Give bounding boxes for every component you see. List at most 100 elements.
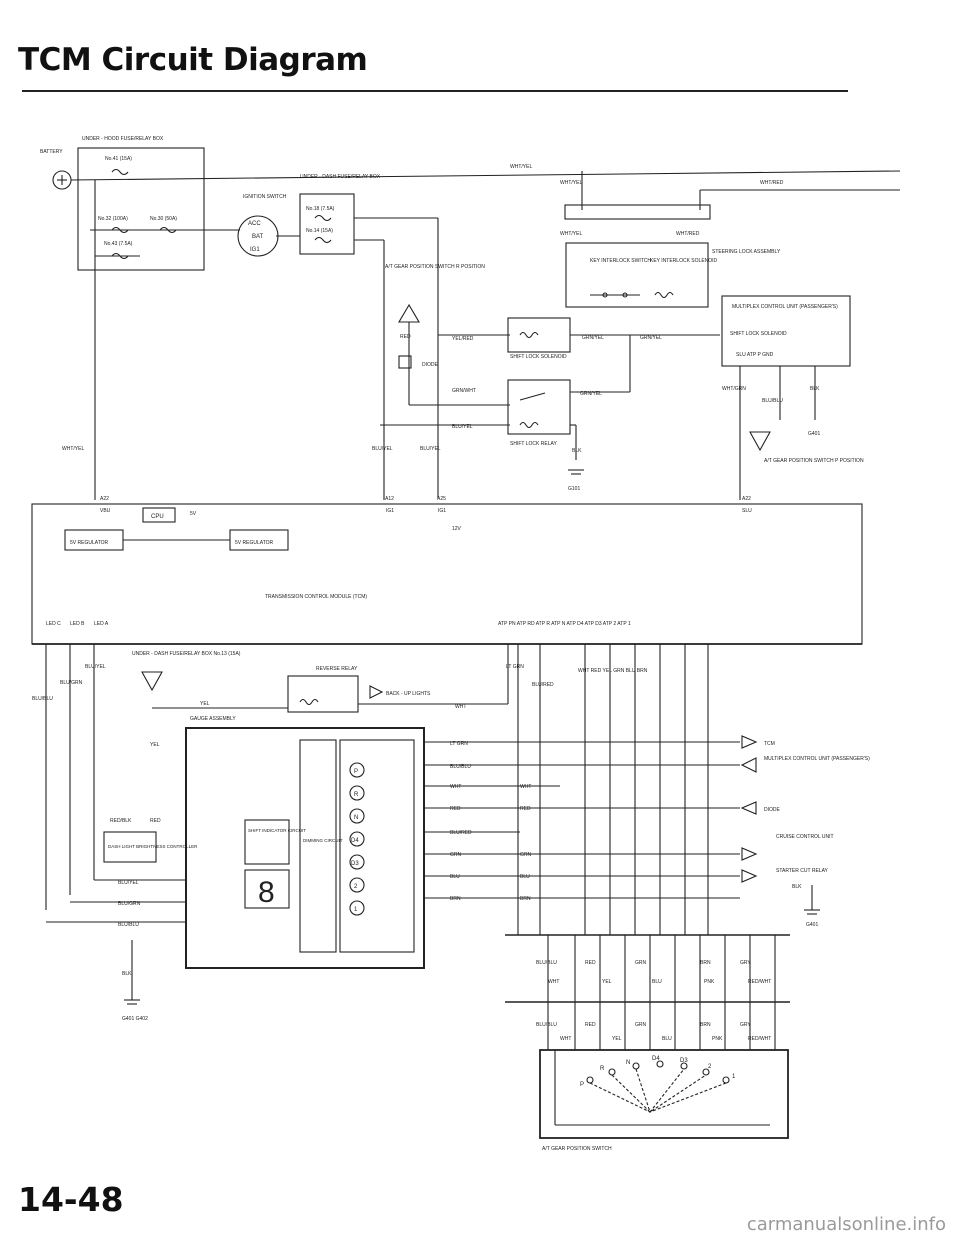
shift-indicator-circuit — [244, 819, 290, 865]
ign-ig1: IG1 — [250, 247, 260, 253]
shift-indicator-label: SHIFT INDICATOR CIRCUIT — [248, 828, 306, 833]
blk-label-1: BLK — [572, 448, 582, 454]
c2-gry: GRY — [740, 1022, 751, 1028]
indicator-lamps — [349, 762, 365, 916]
shift-lock-relay — [507, 379, 571, 435]
wht-grn-label: WHT/GRN — [722, 386, 746, 392]
backup-lights-label: BACK - UP LIGHTS — [386, 691, 431, 697]
gauge-wires — [424, 741, 740, 899]
c-red: RED — [585, 960, 596, 966]
at-gear-p-label: A/T GEAR POSITION SWITCH P POSITION — [764, 458, 864, 464]
c2-grn: GRN — [635, 1022, 647, 1028]
blu-yel-4: BLU/YEL — [85, 664, 106, 670]
multiplex-label: MULTIPLEX CONTROL UNIT (PASSENGER'S) — [732, 304, 838, 310]
under-hood-fuse-box — [77, 147, 205, 271]
wht-label-3: WHT — [520, 784, 531, 790]
ignition-switch-label: IGNITION SWITCH — [243, 194, 287, 200]
slu-label: SLU — [742, 508, 752, 514]
under-hood-box-label: UNDER - HOOD FUSE/RELAY BOX — [82, 136, 164, 142]
twelve-v-label: 12V — [452, 526, 462, 532]
c-yel: YEL — [602, 979, 612, 985]
atp-vertical-wires — [517, 644, 709, 935]
dimming-circuit — [299, 739, 337, 953]
gauge-assembly — [185, 727, 425, 969]
wire-wht-yel-top: WHT/YEL — [510, 164, 532, 170]
wht-yel-left: WHT/YEL — [62, 446, 84, 452]
c2-blu: BLU — [662, 1036, 672, 1042]
c-wht: WHT — [548, 979, 559, 985]
g101-label: G101 — [568, 486, 580, 492]
blu-grn-2: BLU/GRN — [118, 901, 141, 907]
pin-a12: A12 — [385, 496, 394, 502]
connector-wire-labels: BLU/BLU RED GRN BRN GRY WHT YEL BLU PNK … — [536, 960, 771, 1042]
g401-label: G401 — [808, 431, 820, 437]
blu-grn-label: BLU/GRN — [60, 680, 83, 686]
c-red-wht: RED/WHT — [748, 979, 771, 985]
tcm-label: TRANSMISSION CONTROL MODULE (TCM) — [265, 594, 367, 600]
g401-g402-label: G401 G402 — [122, 1016, 148, 1022]
reverse-relay — [287, 675, 359, 713]
grn-yel-label-2: GRN/YEL — [640, 335, 662, 341]
brn-label-2: BRN — [520, 896, 531, 902]
tcm-output-label: TCM — [764, 741, 775, 747]
grn-label-2: GRN — [520, 852, 532, 858]
watermark: carmanualsonline.info — [746, 1214, 946, 1235]
at-gear-r-symbol — [398, 303, 420, 323]
fuse-14-label: No.14 (15A) — [306, 228, 333, 234]
blu-blk-2: BLU/BLU — [118, 922, 139, 928]
starter-cut-symbol — [741, 869, 758, 883]
fuse-43-label: No.43 (7.5A) — [104, 241, 133, 247]
red-label-4: RED — [520, 806, 531, 812]
blu-yel-3: BLU/YEL — [420, 446, 441, 452]
gear-d4: D4 — [652, 1056, 660, 1062]
at-gear-switch-label: A/T GEAR POSITION SWITCH — [542, 1146, 612, 1152]
blk-label-2: BLK — [810, 386, 820, 392]
c2-brn: BRN — [700, 1022, 711, 1028]
gear-contacts — [586, 1060, 730, 1114]
gear-r: R — [600, 1066, 605, 1072]
red-wire-label: RED — [400, 334, 411, 340]
led-a: LED A — [94, 621, 109, 627]
ig1-label-1: IG1 — [386, 508, 394, 514]
multiplex-control-unit — [721, 295, 851, 367]
vbu-label: VBU — [100, 508, 111, 514]
shift-lock-solenoid-label: SHIFT LOCK SOLENOID — [510, 354, 567, 360]
ind-p: P — [354, 769, 358, 775]
ind-2: 2 — [354, 884, 358, 890]
c-brn: BRN — [700, 960, 711, 966]
at-gear-position-switch — [539, 1049, 789, 1139]
grn-label-1: GRN — [450, 852, 462, 858]
blu-red-top: BLU/RED — [532, 682, 554, 688]
tcm-module — [31, 503, 863, 645]
battery-label: BATTERY — [40, 149, 63, 155]
c-grn: GRN — [635, 960, 647, 966]
title-rule — [22, 90, 848, 92]
pin-a22: A22 — [100, 496, 109, 502]
grn-yel-label: GRN/YEL — [582, 335, 604, 341]
ind-1: 1 — [354, 907, 358, 913]
atp-pins: ATP PN ATP RD ATP R ATP N ATP D4 ATP D3 … — [498, 621, 631, 627]
under-dash-fuse-box — [299, 193, 355, 255]
cpu-label: CPU — [151, 514, 164, 520]
five-v-label: 5V — [190, 511, 197, 517]
five-v-reg2-label: 5V REGULATOR — [235, 540, 274, 546]
blk-label-3: BLK — [122, 971, 132, 977]
led-b: LED B — [70, 621, 85, 627]
wht-label-1: WHT — [455, 704, 466, 710]
blu-label-1: BLU — [450, 874, 460, 880]
diode-symbol — [398, 355, 412, 369]
red-label-3: RED — [450, 806, 461, 812]
ind-d4: D4 — [351, 838, 359, 844]
blu-blk-label: BLU/BLU — [32, 696, 53, 702]
ig1-label-2: IG1 — [438, 508, 446, 514]
blu-blu-label: BLU/BLU — [762, 398, 783, 404]
steering-lock-assembly — [565, 242, 709, 308]
wire-wht-yel-2: WHT/YEL — [560, 180, 582, 186]
key-interlock-switch-label: KEY INTERLOCK SWITCH — [590, 258, 651, 264]
pin-a22b: A22 — [742, 496, 751, 502]
lt-grn-label: LT GRN — [450, 741, 468, 747]
c2-wht: WHT — [560, 1036, 571, 1042]
c2-blu-blu: BLU/BLU — [536, 1022, 557, 1028]
blu-blu-2: BLU/BLU — [450, 764, 471, 770]
